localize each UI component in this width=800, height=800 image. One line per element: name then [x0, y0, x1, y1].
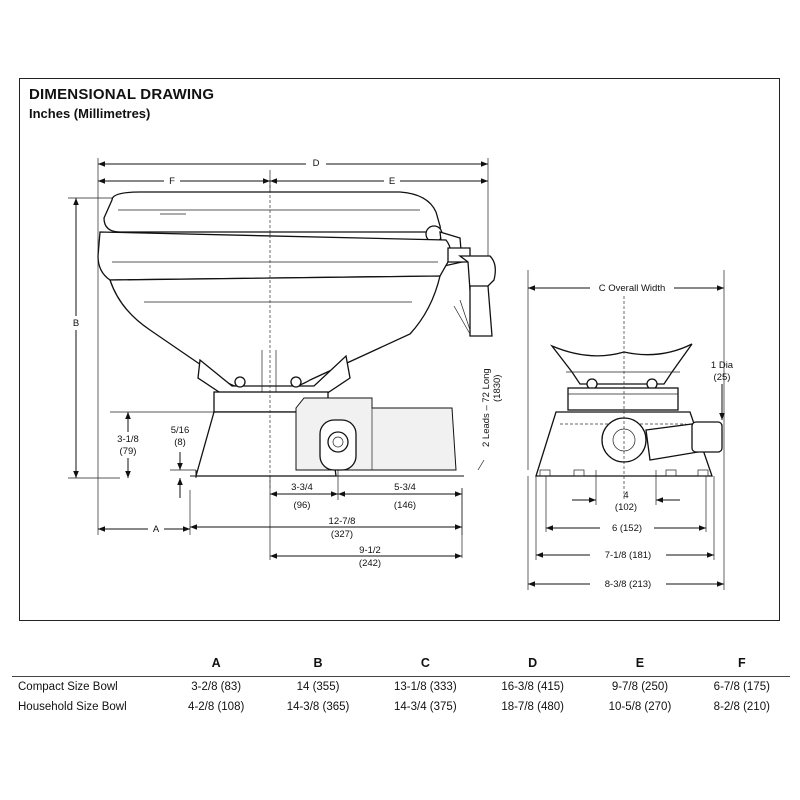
label-3-3-4-mm: (96) — [294, 500, 311, 511]
label-a: A — [153, 524, 160, 535]
table-cell: 14 (355) — [296, 681, 340, 693]
column-header: B — [313, 656, 323, 670]
column-header: E — [635, 656, 645, 670]
label-5-16: 5/16 — [171, 425, 190, 436]
label-9-1-2-mm: (242) — [359, 558, 381, 569]
table-cell: 9-7/8 (250) — [611, 681, 669, 693]
column-header: F — [737, 656, 746, 670]
label-1-dia-mm: (25) — [714, 372, 731, 383]
label-5-3-4-mm: (146) — [394, 500, 416, 511]
drawing-title: DIMENSIONAL DRAWING — [29, 86, 215, 103]
column-header: C — [420, 656, 430, 670]
table-cell: 14-3/8 (365) — [286, 701, 350, 713]
dimension-table: A B C D E F Compact Size Bowl 3-2/8 (83)… — [12, 656, 790, 717]
label-e: E — [389, 176, 395, 187]
table-cell: 16-3/8 (415) — [501, 681, 564, 693]
label-3-1-8-mm: (79) — [120, 446, 137, 457]
table-cell: 10-5/8 (270) — [608, 701, 672, 713]
label-1-dia: 1 Dia — [711, 360, 734, 371]
drawing-subtitle: Inches (Millimetres) — [29, 106, 151, 121]
table-cell: 18-7/8 (480) — [501, 701, 564, 713]
label-3-3-4: 3-3/4 — [291, 482, 313, 493]
label-leads-mm: (1830) — [492, 375, 503, 402]
label-6: 6 (152) — [612, 523, 642, 534]
table-cell: 6-7/8 (175) — [713, 681, 770, 693]
column-header: A — [211, 656, 221, 670]
row-label: Household Size Bowl — [18, 701, 127, 713]
table-row: Compact Size Bowl 3-2/8 (83) 14 (355) 13… — [12, 677, 790, 698]
row-label: Compact Size Bowl — [18, 681, 118, 693]
label-8-3-8: 8-3/8 (213) — [605, 579, 651, 590]
label-9-1-2: 9-1/2 — [359, 545, 381, 556]
label-overall-width: C Overall Width — [599, 283, 666, 294]
label-4: 4 — [623, 490, 628, 501]
label-d: D — [313, 158, 320, 169]
front-view: C Overall Width 1 Dia (25) 4 (102) — [527, 270, 734, 590]
label-4-mm: (102) — [615, 502, 637, 513]
table-cell: 8-2/8 (210) — [713, 701, 770, 713]
column-header: D — [528, 656, 538, 670]
drawing-frame — [19, 78, 780, 621]
label-5-16-mm: (8) — [174, 437, 186, 448]
label-leads: 2 Leads – 72 Long — [481, 368, 492, 447]
side-view: D F E B 3-1/8 (79) 5/16 (8) A 3-3/4 (96)… — [68, 157, 503, 569]
label-5-3-4: 5-3/4 — [394, 482, 416, 493]
table-cell: 4-2/8 (108) — [188, 701, 245, 713]
table-header-row: A B C D E F — [12, 656, 790, 677]
table-cell: 3-2/8 (83) — [191, 681, 242, 693]
table-row: Household Size Bowl 4-2/8 (108) 14-3/8 (… — [12, 697, 790, 717]
label-12-7-8: 12-7/8 — [329, 516, 356, 527]
label-7-1-8: 7-1/8 (181) — [605, 550, 651, 561]
table-corner — [12, 656, 168, 677]
label-12-7-8-mm: (327) — [331, 529, 353, 540]
label-b: B — [73, 318, 79, 329]
label-f: F — [169, 176, 175, 187]
table-cell: 14-3/4 (375) — [394, 701, 457, 713]
label-3-1-8: 3-1/8 — [117, 434, 139, 445]
table-cell: 13-1/8 (333) — [394, 681, 457, 693]
